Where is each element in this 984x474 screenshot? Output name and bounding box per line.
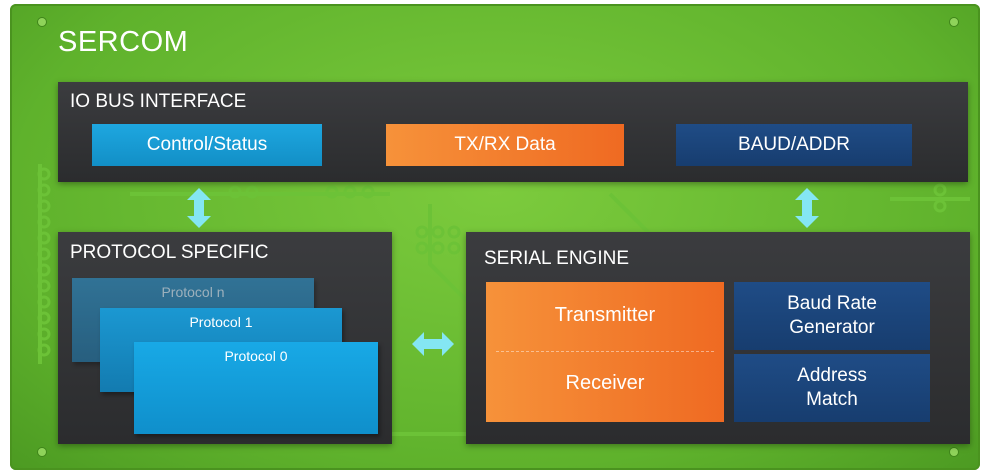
board-screw	[950, 448, 958, 456]
bidirectional-arrow-icon	[412, 332, 454, 356]
serial-engine-panel: SERIAL ENGINE Transmitter Receiver Baud …	[466, 232, 970, 444]
board-screw	[38, 18, 46, 26]
baud-addr-block: BAUD/ADDR	[676, 124, 912, 166]
txrx-data-block: TX/RX Data	[386, 124, 624, 166]
serial-engine-title: SERIAL ENGINE	[484, 248, 630, 269]
bidirectional-arrow-icon	[187, 188, 211, 228]
transmitter-label: Transmitter	[554, 304, 656, 326]
protocol-layer-label: Protocol 1	[189, 314, 253, 330]
protocol-layer-label: Protocol 0	[224, 348, 288, 364]
board-screw	[38, 448, 46, 456]
protocol-specific-title: PROTOCOL SPECIFIC	[70, 242, 269, 263]
io-bus-interface-panel: IO BUS INTERFACE Control/Status TX/RX Da…	[58, 82, 968, 182]
protocol-layer: Protocol 0	[134, 342, 378, 434]
address-match-block: Address Match	[734, 354, 930, 422]
diagram-title: SERCOM	[58, 26, 189, 58]
protocol-layer-label: Protocol n	[161, 284, 225, 300]
control-status-block: Control/Status	[92, 124, 322, 166]
receiver-label: Receiver	[565, 372, 645, 394]
transmitter-receiver-block: Transmitter Receiver	[486, 282, 724, 422]
io-bus-interface-title: IO BUS INTERFACE	[70, 91, 247, 112]
protocol-specific-panel: PROTOCOL SPECIFIC Protocol n Protocol 1 …	[58, 232, 392, 444]
bidirectional-arrow-icon	[795, 188, 819, 228]
board-screw	[950, 18, 958, 26]
baud-rate-generator-block: Baud Rate Generator	[734, 282, 930, 350]
divider	[496, 351, 714, 352]
